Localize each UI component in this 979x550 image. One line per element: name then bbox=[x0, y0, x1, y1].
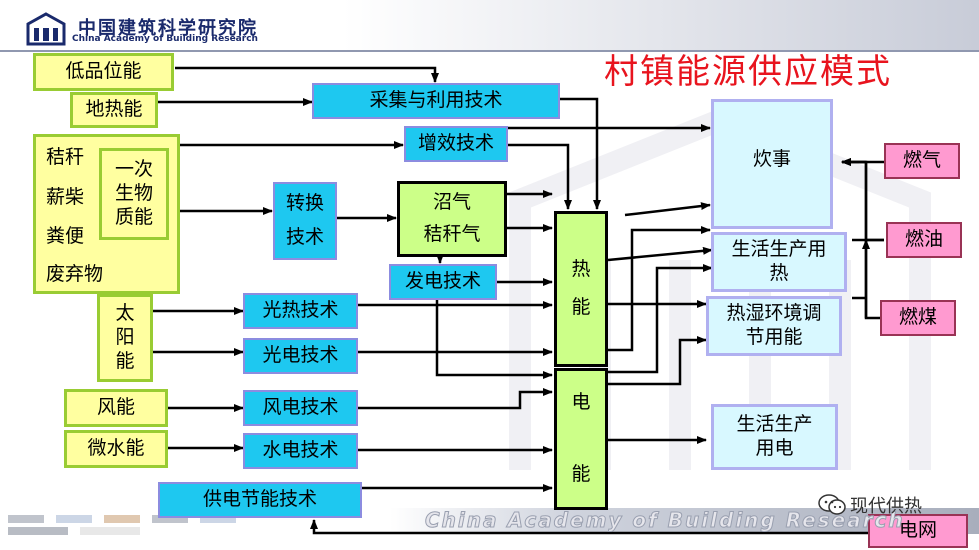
biomass-waste: 废弃物 bbox=[46, 263, 104, 285]
org-name-en: China Academy of Building Research bbox=[72, 34, 258, 44]
biomass-straw: 秸秆 bbox=[46, 146, 85, 168]
tech-hydro-power: 水电技术 bbox=[243, 433, 358, 469]
biomass-manure: 粪便 bbox=[46, 225, 85, 247]
fuel-coal: 燃煤 bbox=[880, 300, 956, 336]
diagram-title: 村镇能源供应模式 bbox=[604, 52, 892, 92]
tech-solar-thermal: 光热技术 bbox=[243, 293, 358, 329]
tech-biogas-straw-gas: 沼气 秸秆气 bbox=[397, 181, 507, 257]
fuel-oil: 燃油 bbox=[886, 222, 962, 258]
use-electricity: 生活生产 用电 bbox=[711, 404, 838, 470]
source-primary-biomass: 一次 生物 质能 bbox=[99, 148, 169, 240]
energy-heat: 热 能 bbox=[554, 211, 608, 367]
biomass-firewood: 薪柴 bbox=[46, 186, 85, 208]
source-geothermal: 地热能 bbox=[70, 92, 158, 128]
fuel-gas: 燃气 bbox=[884, 143, 960, 179]
source-solar: 太 阳 能 bbox=[97, 294, 153, 382]
tech-conversion: 转换 技术 bbox=[273, 182, 337, 260]
tech-wind-power: 风电技术 bbox=[243, 390, 358, 426]
use-process-heat: 生活生产用 热 bbox=[711, 232, 847, 292]
wechat-icon bbox=[818, 494, 846, 515]
tech-efficiency: 增效技术 bbox=[404, 126, 508, 162]
tech-photovoltaic: 光电技术 bbox=[243, 338, 358, 374]
fuel-grid: 电网 bbox=[868, 514, 968, 548]
use-climate-regulation: 热湿环境调 节用能 bbox=[706, 296, 842, 356]
tech-power-generation: 发电技术 bbox=[389, 264, 497, 300]
tech-collection-utilization: 采集与利用技术 bbox=[312, 83, 560, 119]
footer-watermark: China Academy of Building Research bbox=[425, 508, 905, 533]
source-low-grade-energy: 低品位能 bbox=[33, 53, 174, 91]
energy-electric: 电 能 bbox=[554, 368, 608, 510]
source-micro-hydro: 微水能 bbox=[64, 430, 168, 468]
use-cooking: 炊事 bbox=[711, 99, 833, 229]
tech-supply-energy-saving: 供电节能技术 bbox=[158, 482, 362, 518]
wechat-account-name: 现代供热 bbox=[850, 496, 922, 517]
source-wind: 风能 bbox=[64, 389, 168, 427]
org-name-cn: 中国建筑科学研究院 bbox=[78, 18, 258, 39]
cabr-logo-icon bbox=[26, 12, 66, 46]
